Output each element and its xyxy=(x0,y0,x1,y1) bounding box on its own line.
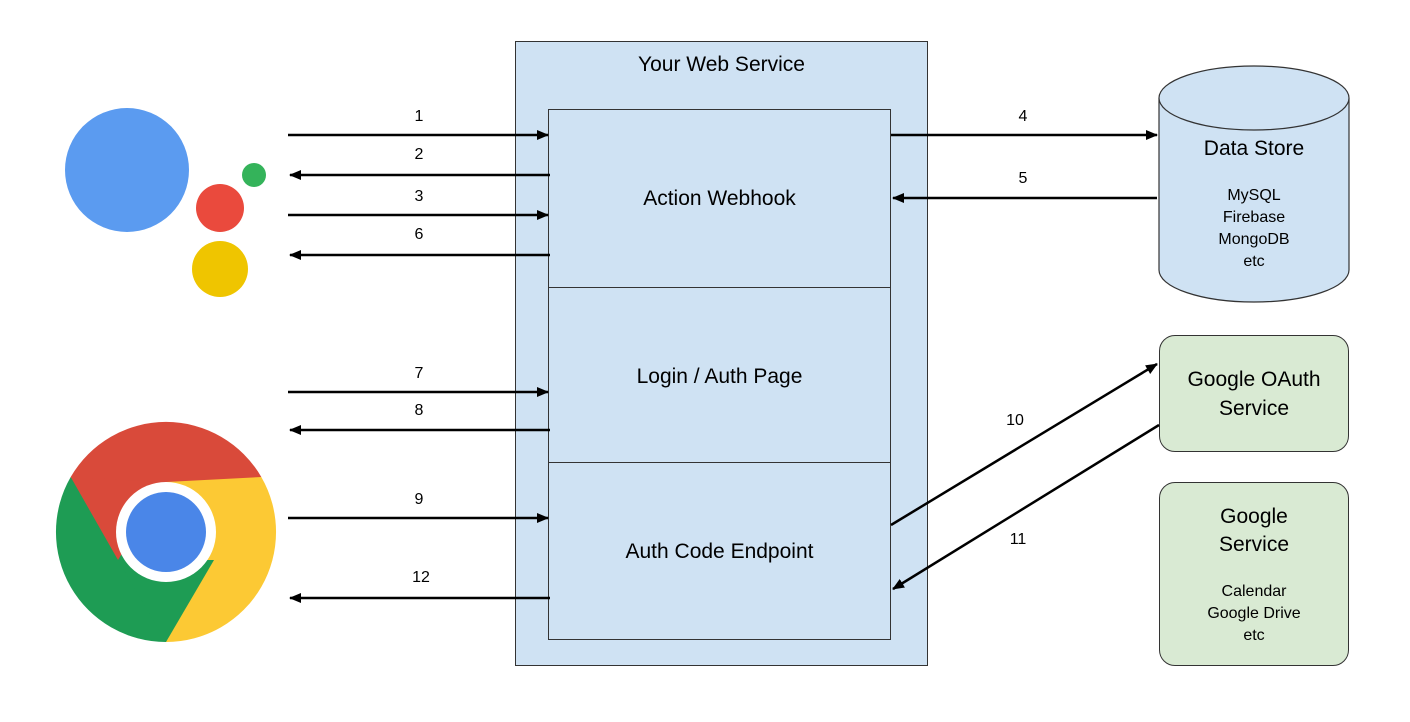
arrow-label-6: 6 xyxy=(414,226,424,243)
arrow-label-11: 11 xyxy=(1009,531,1027,548)
google-assistant-icon xyxy=(65,108,266,297)
login-auth-box xyxy=(548,287,891,463)
arrow-label-1: 1 xyxy=(414,108,424,125)
google-service-box xyxy=(1159,482,1349,666)
data-store-item: etc xyxy=(1243,253,1265,270)
web-service-title: Your Web Service xyxy=(638,53,805,76)
auth-code-endpoint-label: Auth Code Endpoint xyxy=(625,540,814,563)
arrow-11 xyxy=(892,423,1160,591)
arrow-label-8: 8 xyxy=(414,402,424,419)
google-service-item: Google Drive xyxy=(1207,605,1301,622)
action-webhook-box xyxy=(548,109,891,288)
login-auth-label: Login / Auth Page xyxy=(636,365,803,388)
data-store-item: Firebase xyxy=(1222,209,1286,226)
arrow-label-5: 5 xyxy=(1018,170,1028,187)
arrow-label-9: 9 xyxy=(414,491,424,508)
google-service-item: etc xyxy=(1243,627,1265,644)
google-service-item: Calendar xyxy=(1221,583,1287,600)
data-store-cylinder xyxy=(1158,65,1350,303)
data-store-title: Data Store xyxy=(1203,137,1305,160)
google-oauth-box xyxy=(1159,335,1349,452)
arrow-label-7: 7 xyxy=(414,365,424,382)
google-service-title-line1: Google xyxy=(1220,505,1288,528)
auth-code-endpoint-box xyxy=(548,462,891,640)
arrow-label-4: 4 xyxy=(1018,108,1028,125)
action-webhook-label: Action Webhook xyxy=(643,187,796,210)
arrow-label-3: 3 xyxy=(414,188,424,205)
arrow-10 xyxy=(890,362,1158,527)
data-store-item: MySQL xyxy=(1227,187,1281,204)
google-oauth-title-line1: Google OAuth xyxy=(1187,368,1321,391)
data-store-item: MongoDB xyxy=(1218,231,1290,248)
arrow-label-10: 10 xyxy=(1006,412,1024,429)
google-oauth-title-line2: Service xyxy=(1218,397,1290,420)
arrow-label-12: 12 xyxy=(412,569,430,586)
arrow-label-2: 2 xyxy=(414,146,424,163)
google-service-title-line2: Service xyxy=(1218,533,1290,556)
chrome-icon xyxy=(55,421,277,642)
